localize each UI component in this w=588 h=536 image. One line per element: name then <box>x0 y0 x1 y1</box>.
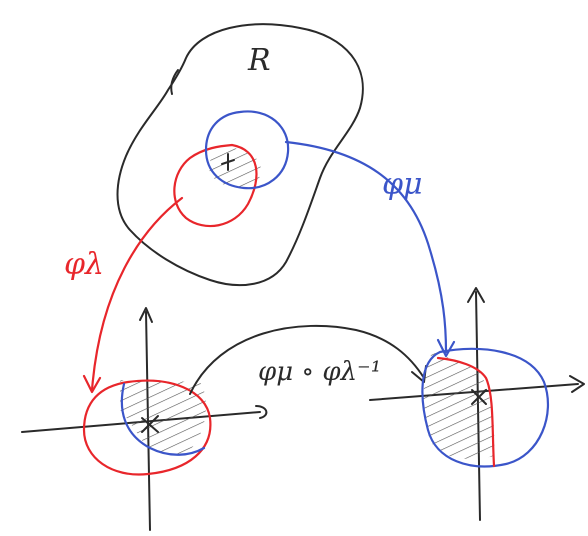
right-x-axis-head <box>569 375 585 393</box>
arrow-phi-mu-head <box>436 338 456 358</box>
arrow-phi-mu <box>284 140 448 354</box>
right-image-lambda-boundary <box>436 356 496 468</box>
left-x-axis-head <box>255 405 268 419</box>
region-r-outline <box>116 23 364 287</box>
arrow-phi-lambda <box>90 196 184 392</box>
left-point-marker <box>141 415 159 433</box>
right-image-mu <box>421 347 549 468</box>
point-marker-top <box>221 153 235 171</box>
region-r-label: R <box>247 43 271 78</box>
chart-lambda-domain <box>173 143 258 228</box>
label-phi-mu: φμ <box>382 167 423 202</box>
right-y-axis-head <box>467 287 485 303</box>
left-overlap-hatch <box>120 380 207 455</box>
chart-mu-domain <box>204 110 290 190</box>
arrow-transition <box>189 324 425 395</box>
left-y-axis-head <box>139 307 153 323</box>
left-image-lambda <box>82 379 212 476</box>
left-image-mu-boundary <box>120 382 206 456</box>
arrow-phi-lambda-head <box>82 374 102 394</box>
label-phi-lambda: φλ <box>64 247 104 282</box>
region-r-inner-tick <box>170 69 179 95</box>
right-point-marker <box>471 389 487 405</box>
label-transition: φμ ∘ φλ⁻¹ <box>258 357 381 387</box>
